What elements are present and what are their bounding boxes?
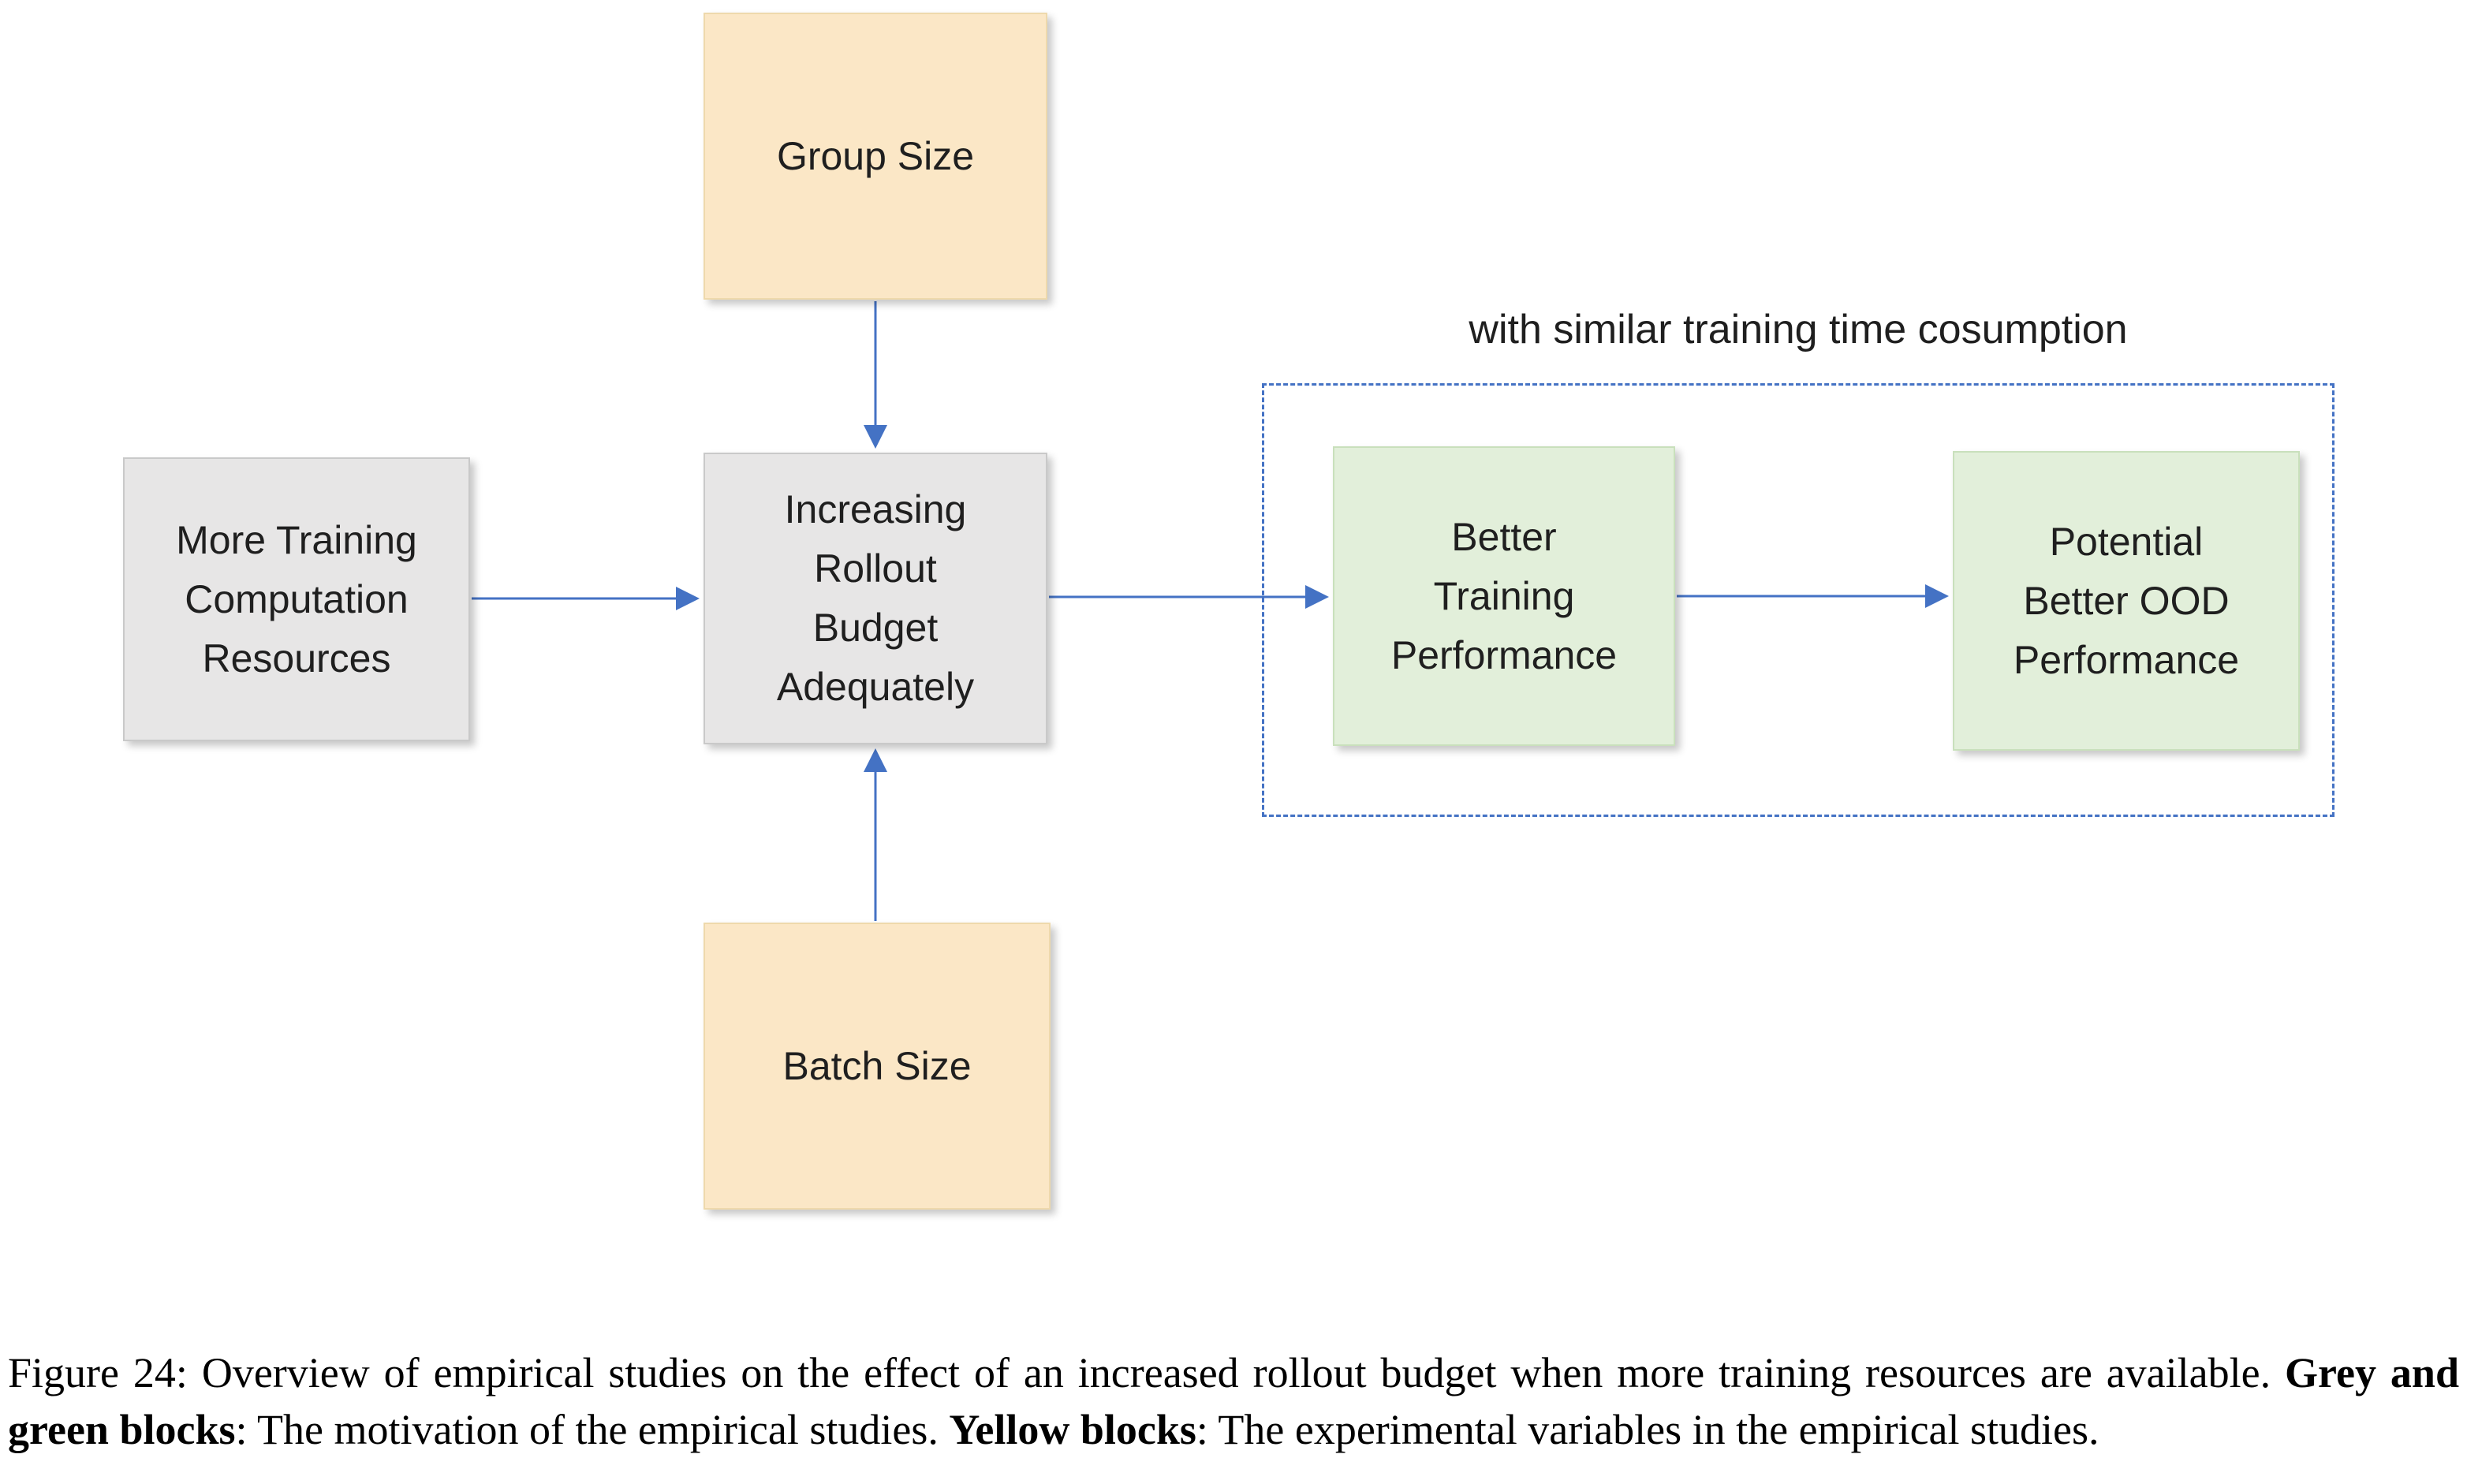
group-size-label: Group Size: [776, 133, 975, 178]
batch-size-label: Batch Size: [782, 1043, 972, 1088]
more-training-resources-box: More Training Computation Resources: [123, 457, 470, 741]
better-training-performance-label: Better Training Performance: [1390, 514, 1618, 677]
figure-caption: Figure 24: Overview of empirical studies…: [8, 1345, 2459, 1459]
similar-training-time-group-box: [1262, 383, 2335, 817]
increasing-rollout-budget-label: Increasing Rollout Budget Adequately: [776, 487, 975, 709]
more-training-resources-label: More Training Computation Resources: [176, 517, 417, 680]
caption-text-3: : The experimental variables in the empi…: [1196, 1405, 2099, 1453]
caption-bold-yellow: Yellow blocks: [949, 1405, 1196, 1453]
better-training-performance-box: Better Training Performance: [1333, 446, 1675, 746]
caption-text-1: Overview of empirical studies on the eff…: [201, 1349, 2286, 1396]
caption-figure-number: Figure 24:: [8, 1349, 202, 1396]
group-size-box: Group Size: [704, 13, 1047, 300]
dashed-group-label: with similar training time cosumption: [1469, 307, 2128, 352]
potential-better-ood-label: Potential Better OOD Performance: [2013, 519, 2240, 682]
batch-size-box: Batch Size: [704, 923, 1051, 1210]
caption-bold-grey-green: Grey and green blocks: [8, 1349, 2459, 1453]
potential-better-ood-box: Potential Better OOD Performance: [1953, 451, 2300, 751]
caption-text-2: : The motivation of the empirical studie…: [235, 1405, 950, 1453]
increasing-rollout-budget-box: Increasing Rollout Budget Adequately: [704, 453, 1047, 744]
